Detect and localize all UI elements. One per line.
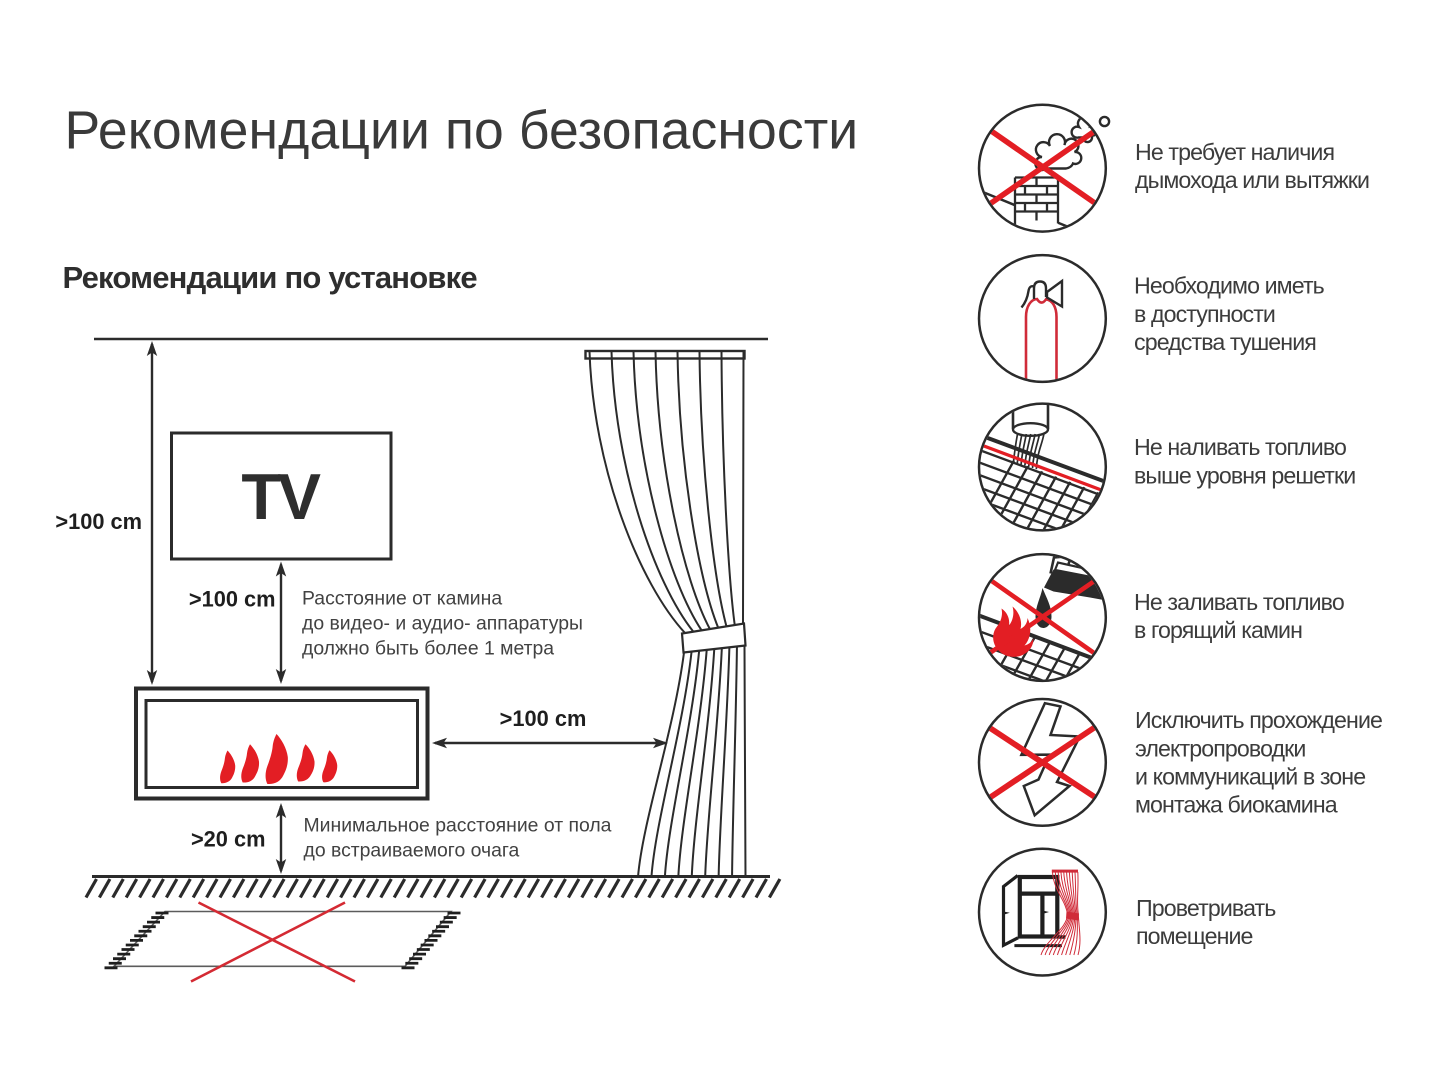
svg-text:Не требует наличия: Не требует наличия <box>1135 139 1334 165</box>
svg-text:>100 cm: >100 cm <box>55 509 142 534</box>
svg-text:в горящий камин: в горящий камин <box>1134 617 1302 643</box>
svg-text:электропроводки: электропроводки <box>1135 735 1305 761</box>
svg-text:помещение: помещение <box>1136 923 1253 949</box>
svg-text:должно быть более 1 метра: должно быть более 1 метра <box>302 638 554 660</box>
svg-text:Не заливать топливо: Не заливать топливо <box>1134 589 1344 615</box>
svg-text:до видео- и аудио- аппаратуры: до видео- и аудио- аппаратуры <box>302 613 583 635</box>
svg-text:>20 cm: >20 cm <box>191 827 266 852</box>
svg-text:Рекомендации по безопасности: Рекомендации по безопасности <box>65 102 859 161</box>
svg-text:в доступности: в доступности <box>1134 301 1275 327</box>
svg-text:>100 cm: >100 cm <box>189 587 276 612</box>
svg-text:выше уровня решетки: выше уровня решетки <box>1134 462 1355 488</box>
svg-text:Не наливать топливо: Не наливать топливо <box>1134 434 1346 460</box>
svg-text:Исключить прохождение: Исключить прохождение <box>1135 707 1382 733</box>
svg-text:и коммуникаций в зоне: и коммуникаций в зоне <box>1135 764 1365 790</box>
svg-text:TV: TV <box>241 460 320 533</box>
svg-text:Расстояние от камина: Расстояние от камина <box>302 588 502 610</box>
svg-text:Рекомендации по установке: Рекомендации по установке <box>63 260 478 295</box>
svg-text:Необходимо иметь: Необходимо иметь <box>1134 273 1325 299</box>
svg-text:до встраиваемого очага: до встраиваемого очага <box>304 840 520 862</box>
svg-text:Минимальное расстояние от пола: Минимальное расстояние от пола <box>304 815 612 837</box>
svg-text:монтажа биокамина: монтажа биокамина <box>1135 792 1338 818</box>
svg-text:>100 cm: >100 cm <box>500 706 587 731</box>
svg-text:Проветривать: Проветривать <box>1136 895 1276 921</box>
svg-text:средства тушения: средства тушения <box>1134 329 1316 355</box>
svg-text:дымохода или вытяжки: дымохода или вытяжки <box>1135 167 1369 193</box>
